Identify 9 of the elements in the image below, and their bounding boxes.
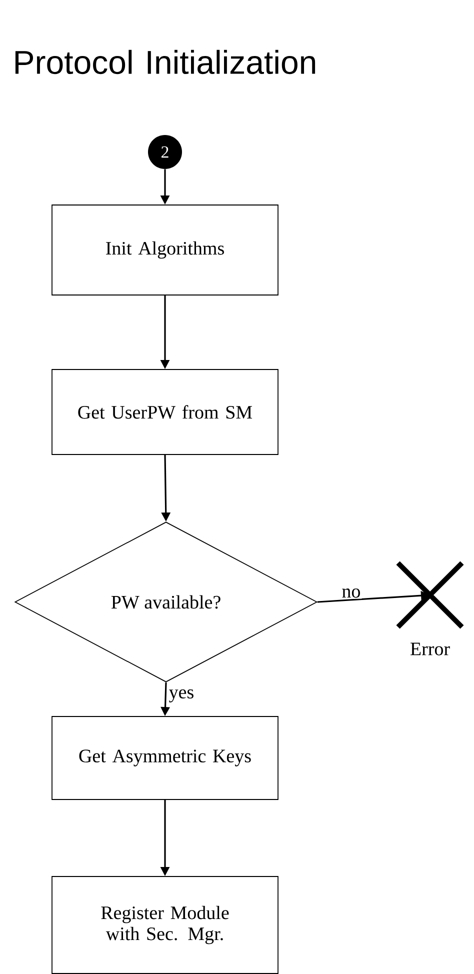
error-cross bbox=[396, 560, 464, 630]
edge-label: yes bbox=[168, 688, 196, 704]
node-caption: Error bbox=[410, 642, 450, 656]
process-box: Get Asymmetric Keys bbox=[52, 716, 278, 800]
process-box: Init Algorithms bbox=[52, 204, 278, 296]
edge-label: no bbox=[340, 588, 362, 599]
process-box: Register Module with Sec. Mgr. bbox=[52, 876, 278, 974]
title: Protocol Initialization bbox=[15, 50, 316, 74]
process-box: Get UserPW from SM bbox=[52, 369, 278, 455]
